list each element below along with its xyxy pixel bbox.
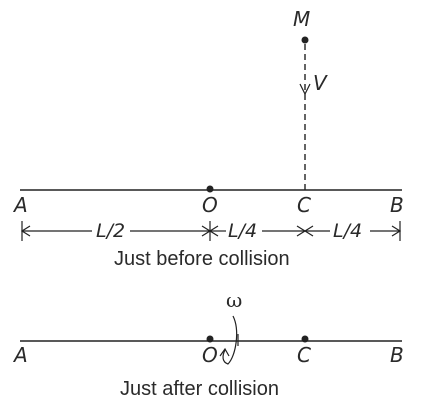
point-b-label-after: B — [390, 343, 404, 367]
velocity-label: V — [313, 71, 328, 95]
before-collision-figure: M V A O C B — [12, 7, 404, 270]
point-a-label-after: A — [12, 343, 28, 367]
point-o-label: O — [202, 193, 218, 217]
dim-cb-label: L/4 — [333, 220, 362, 242]
point-o-label-after: O — [202, 343, 218, 367]
velocity-arrow — [299, 83, 311, 96]
rotation-arrowhead — [219, 347, 230, 357]
point-c-label-after: C — [297, 343, 311, 367]
rotation-arrow — [222, 315, 238, 365]
point-b-label: B — [390, 193, 404, 217]
omega-label: ω — [226, 288, 242, 312]
dim-oc-label: L/4 — [228, 220, 257, 242]
dim-ao-label: L/2 — [96, 220, 125, 242]
after-collision-figure: ω A O C B Just after collision — [12, 288, 404, 400]
pivot-o-before — [206, 185, 214, 193]
caption-before: Just before collision — [114, 248, 290, 270]
mass-label: M — [293, 7, 310, 31]
point-c-label: C — [297, 193, 311, 217]
point-a-label: A — [12, 193, 28, 217]
dimension-line — [20, 221, 402, 241]
caption-after: Just after collision — [120, 378, 279, 400]
pivot-o-after — [206, 335, 214, 343]
point-c-after — [301, 335, 309, 343]
mass-particle — [301, 36, 309, 44]
